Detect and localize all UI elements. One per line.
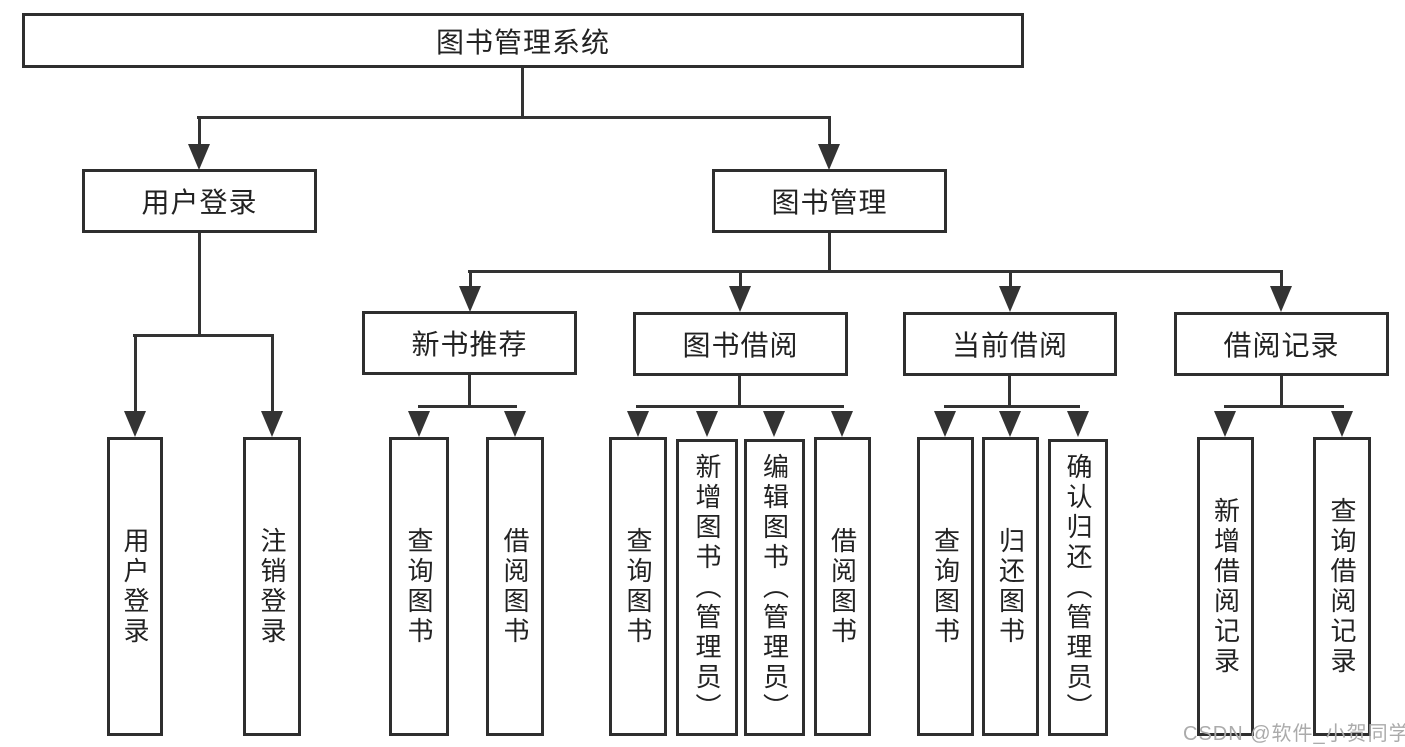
connector-line <box>828 233 831 272</box>
connector-line <box>468 375 471 407</box>
connector-line <box>198 233 201 336</box>
arrow-down-icon <box>729 286 751 312</box>
node-book-borrowing: 图书借阅 <box>633 312 848 376</box>
leaf-query-books-current: 查询图书 <box>917 437 974 736</box>
connector-line <box>1280 270 1283 292</box>
connector-line <box>1280 376 1283 407</box>
connector-line <box>828 116 831 150</box>
leaf-return-books: 归还图书 <box>982 437 1039 736</box>
watermark-text: CSDN @软件_小贺同学 <box>1183 723 1405 745</box>
arrow-down-icon <box>188 144 210 170</box>
connector-line <box>198 116 201 150</box>
connector-line <box>1009 270 1012 292</box>
arrow-down-icon <box>627 411 649 437</box>
connector-line <box>197 116 831 119</box>
leaf-query-books-borrowing: 查询图书 <box>609 437 667 736</box>
connector-line <box>469 270 472 292</box>
leaf-logout: 注销登录 <box>243 437 301 736</box>
node-book-management: 图书管理 <box>712 169 947 233</box>
connector-line <box>1008 376 1011 407</box>
connector-line <box>1224 405 1344 408</box>
node-current-borrowing: 当前借阅 <box>903 312 1117 376</box>
leaf-add-borrow-record: 新增借阅记录 <box>1197 437 1254 736</box>
arrow-down-icon <box>696 411 718 437</box>
leaf-user-login: 用户登录 <box>107 437 163 736</box>
connector-line <box>133 334 274 337</box>
connector-line <box>738 376 741 407</box>
arrow-down-icon <box>934 411 956 437</box>
connector-line <box>418 405 517 408</box>
arrow-down-icon <box>818 144 840 170</box>
arrow-down-icon <box>763 411 785 437</box>
arrow-down-icon <box>1214 411 1236 437</box>
arrow-down-icon <box>831 411 853 437</box>
node-new-book-recommendation: 新书推荐 <box>362 311 577 375</box>
leaf-query-books-recommendation: 查询图书 <box>389 437 449 736</box>
leaf-edit-book-admin: 编辑图书（管理员） <box>744 439 805 736</box>
leaf-borrow-books-borrowing: 借阅图书 <box>814 437 871 736</box>
connector-line <box>521 68 524 118</box>
arrow-down-icon <box>504 411 526 437</box>
leaf-borrow-books-recommendation: 借阅图书 <box>486 437 544 736</box>
connector-line <box>271 334 274 416</box>
leaf-confirm-return-admin: 确认归还（管理员） <box>1048 439 1108 736</box>
leaf-add-book-admin: 新增图书（管理员） <box>676 439 738 736</box>
arrow-down-icon <box>1331 411 1353 437</box>
arrow-down-icon <box>408 411 430 437</box>
node-user-login: 用户登录 <box>82 169 317 233</box>
arrow-down-icon <box>999 286 1021 312</box>
connector-line <box>134 334 137 416</box>
leaf-query-borrow-record: 查询借阅记录 <box>1313 437 1371 736</box>
arrow-down-icon <box>999 411 1021 437</box>
connector-line <box>636 405 844 408</box>
node-library-management-system: 图书管理系统 <box>22 13 1024 68</box>
connector-line <box>468 270 1282 273</box>
arrow-down-icon <box>1270 286 1292 312</box>
connector-line <box>739 270 742 292</box>
arrow-down-icon <box>124 411 146 437</box>
arrow-down-icon <box>1067 411 1089 437</box>
arrow-down-icon <box>459 286 481 312</box>
arrow-down-icon <box>261 411 283 437</box>
connector-line <box>944 405 1080 408</box>
node-borrowing-records: 借阅记录 <box>1174 312 1389 376</box>
